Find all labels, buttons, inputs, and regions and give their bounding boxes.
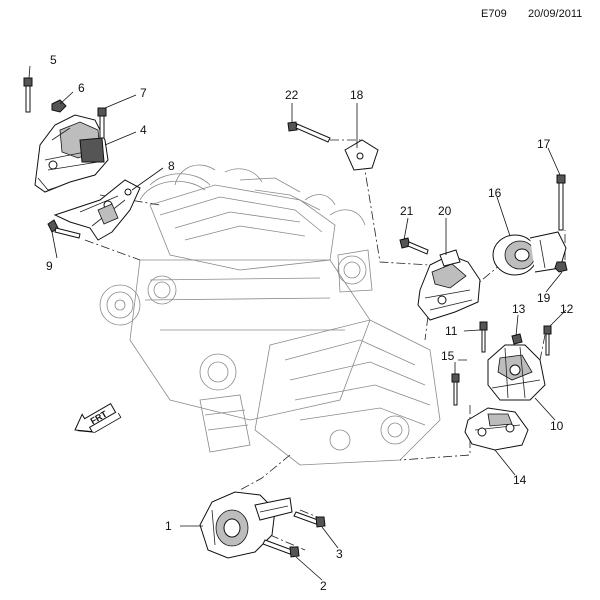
callout-6: 6: [78, 81, 85, 95]
engine-mount-upper-left: [34, 114, 109, 193]
mount-bracket-8: [53, 179, 141, 241]
callout-18: 18: [350, 88, 364, 102]
callout-20: 20: [438, 204, 452, 218]
callout-15: 15: [441, 349, 455, 363]
callout-8: 8: [168, 159, 175, 173]
callout-17: 17: [537, 137, 551, 151]
clip-13: [511, 333, 523, 345]
bolt-9: [47, 219, 81, 239]
callout-1: 1: [165, 519, 172, 533]
bolt-7: [97, 107, 107, 139]
callout-16: 16: [488, 186, 502, 200]
bolt-17: [556, 174, 566, 231]
assembly-guide-lines: [84, 139, 566, 551]
callout-22: 22: [285, 88, 299, 102]
callout-5: 5: [50, 53, 57, 67]
callout-11: 11: [445, 324, 458, 338]
leader-lines: [28, 65, 567, 581]
lower-bracket-14: [464, 407, 529, 451]
diagram-date: 20/09/2011: [528, 8, 583, 20]
callout-19: 19: [537, 291, 551, 305]
bolt-5: [23, 77, 33, 113]
bolt-22: [287, 121, 331, 143]
mount-bracket-20: [417, 249, 481, 321]
bolt-15: [451, 373, 460, 406]
nut-6: [51, 99, 67, 113]
torque-mount-1: [199, 491, 293, 559]
bolt-11: [479, 321, 488, 353]
callout-7: 7: [140, 86, 147, 100]
callout-numbers: 5 6 7 4 8 9 22 18 17 16 21 20 19 13 12 1…: [46, 53, 574, 593]
nut-19: [554, 261, 568, 273]
rear-mount-10: [487, 344, 546, 401]
callout-12: 12: [560, 302, 574, 316]
callout-13: 13: [512, 302, 526, 316]
callout-10: 10: [550, 419, 564, 433]
bolt-3: [293, 511, 326, 528]
engine-assembly: [99, 164, 441, 466]
callout-14: 14: [513, 473, 527, 487]
callout-3: 3: [336, 547, 343, 561]
plate-18: [344, 139, 379, 171]
front-direction-arrow-icon: FRT: [74, 402, 122, 433]
callout-2: 2: [320, 579, 327, 593]
callout-21: 21: [400, 204, 414, 218]
bolt-12: [543, 325, 552, 356]
bolt-21: [399, 237, 429, 255]
diagram-code: E709: [481, 8, 507, 20]
bolt-2: [262, 539, 300, 558]
callout-9: 9: [46, 259, 53, 273]
callout-4: 4: [140, 123, 147, 137]
